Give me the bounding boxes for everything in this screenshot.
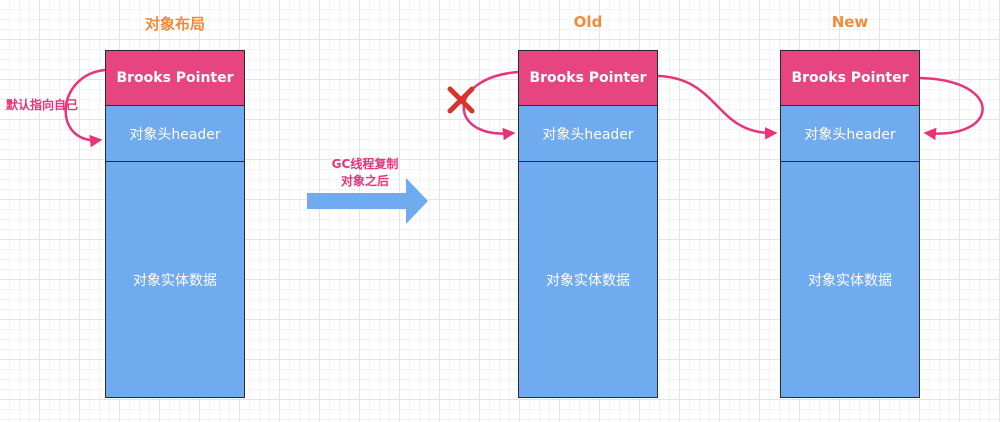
- new-title: New: [831, 13, 869, 31]
- left-header: 对象头header: [105, 106, 245, 162]
- old-to-new-arrow: [657, 74, 778, 140]
- new-body: 对象实体数据: [780, 162, 920, 398]
- old-brooks-pointer: Brooks Pointer: [518, 50, 658, 106]
- new-self-arrow: [919, 76, 984, 141]
- left-self-arrow: [64, 68, 106, 148]
- old-body: 对象实体数据: [518, 162, 658, 398]
- left-body: 对象实体数据: [105, 162, 245, 398]
- old-header: 对象头header: [518, 106, 658, 162]
- old-object: Brooks Pointer 对象头header 对象实体数据: [518, 50, 658, 398]
- old-self-arrow: [462, 70, 519, 141]
- transition-arrow: [307, 178, 428, 224]
- left-object: Brooks Pointer 对象头header 对象实体数据: [105, 50, 245, 398]
- self-pointer-note: 默认指向自己: [6, 98, 79, 112]
- new-object: Brooks Pointer 对象头header 对象实体数据: [780, 50, 920, 398]
- new-header: 对象头header: [780, 106, 920, 162]
- left-brooks-pointer: Brooks Pointer: [105, 50, 245, 106]
- transition-note: GC线程复制 对象之后: [300, 156, 430, 190]
- old-title: Old: [573, 13, 603, 31]
- left-title: 对象布局: [144, 15, 205, 33]
- cross-icon: [447, 86, 475, 114]
- transition-line-1: GC线程复制: [331, 157, 399, 171]
- transition-line-2: 对象之后: [340, 174, 389, 188]
- new-brooks-pointer: Brooks Pointer: [780, 50, 920, 106]
